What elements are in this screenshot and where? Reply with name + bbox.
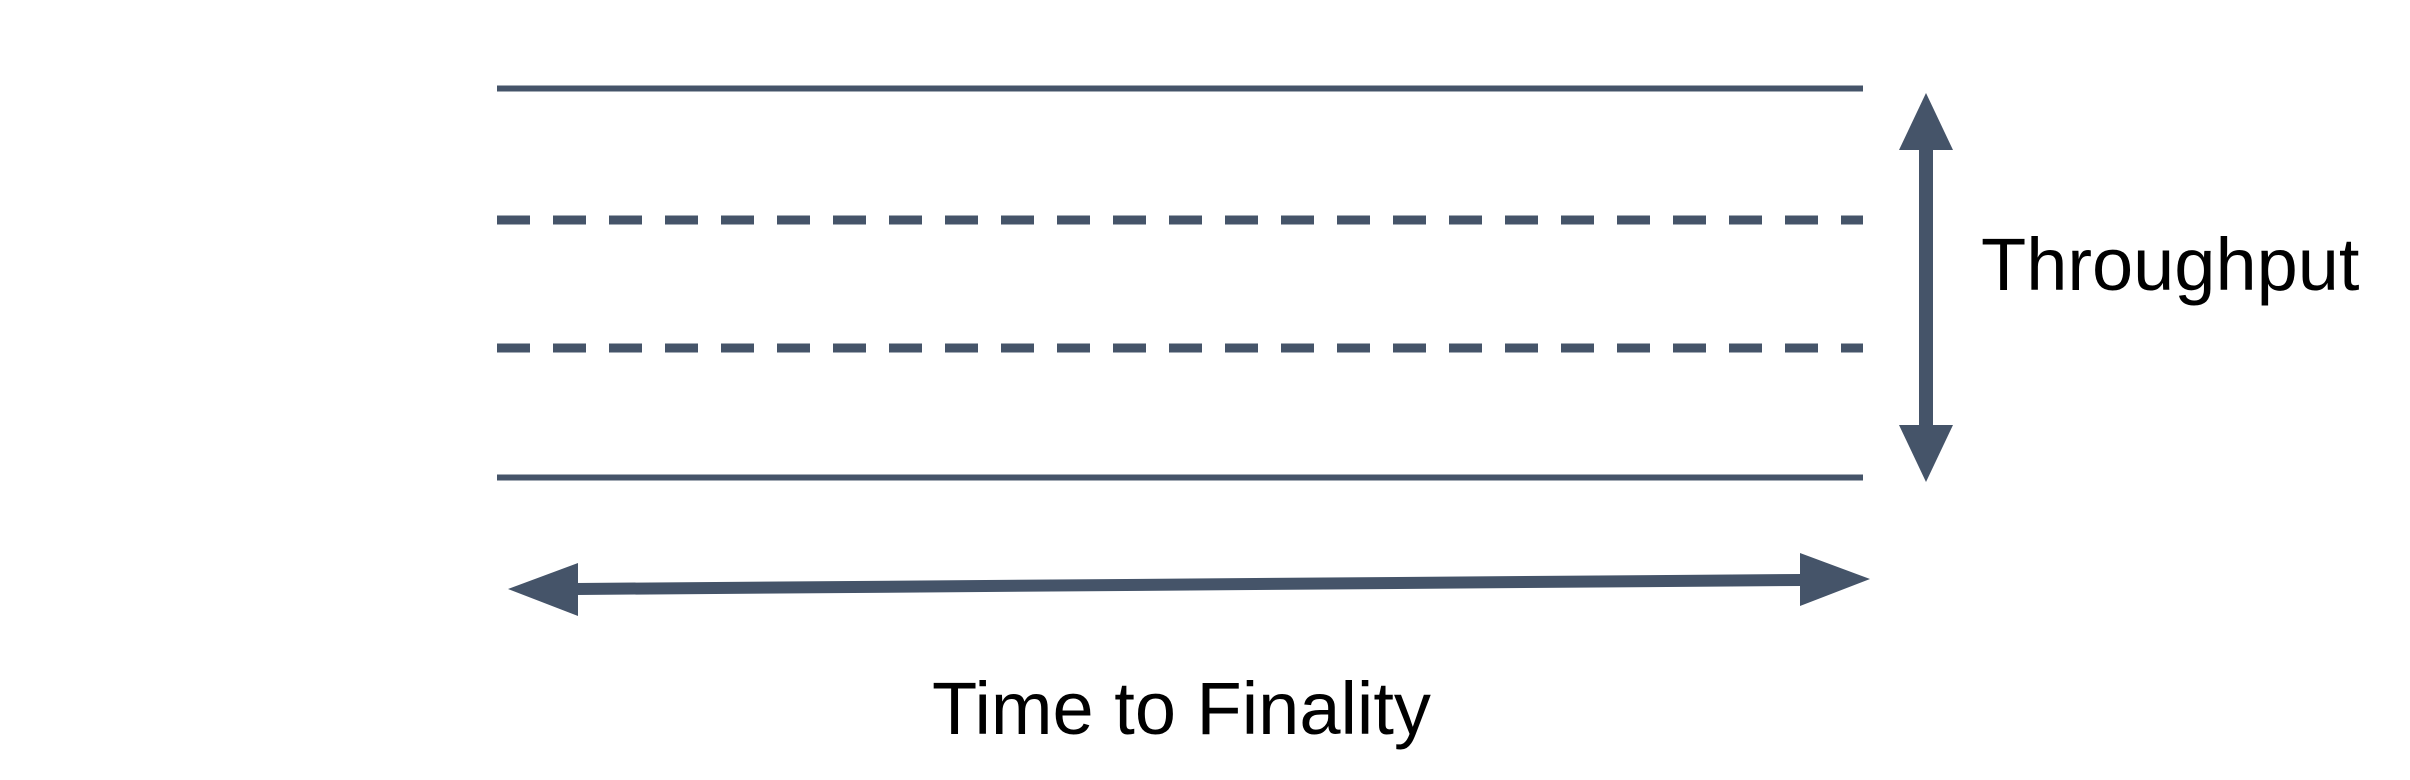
double-headed-horizontal-arrow-icon xyxy=(508,553,1870,616)
throughput-axis-label: Throughput xyxy=(1981,223,2360,306)
time-to-finality-axis-label: Time to Finality xyxy=(932,667,1431,750)
double-headed-vertical-arrow-icon xyxy=(1899,93,1953,482)
